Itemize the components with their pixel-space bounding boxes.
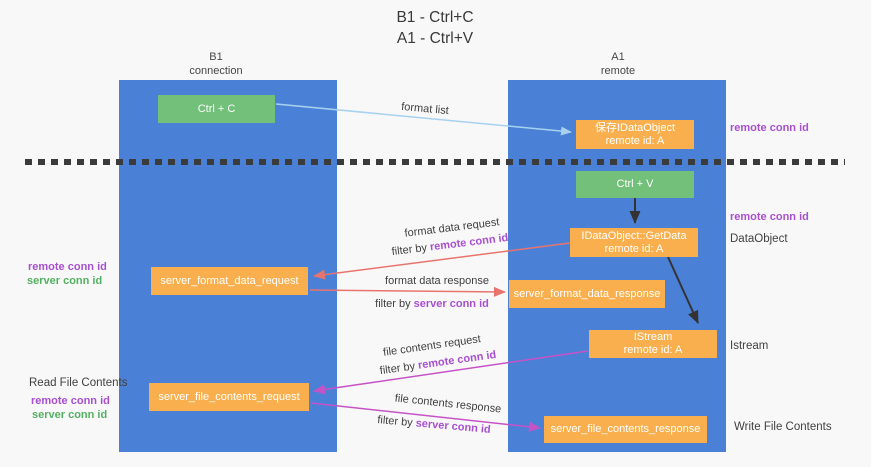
node-server-format-data-response-label: server_format_data_response: [513, 287, 661, 300]
filter-by-prefix: filter by: [376, 414, 417, 430]
node-save-idataobject-line1: 保存IDataObject: [594, 121, 676, 134]
node-istream: IStream remote id: A: [589, 330, 717, 358]
node-server-format-data-request-label: server_format_data_request: [160, 274, 299, 287]
lane-b1-role: connection: [189, 64, 243, 77]
node-server-format-data-request: server_format_data_request: [151, 267, 308, 295]
node-server-file-contents-request-label: server_file_contents_request: [158, 390, 300, 403]
left-file-remote-conn-id: remote conn id: [31, 395, 110, 407]
node-ctrl-c-label: Ctrl + C: [197, 102, 236, 115]
node-istream-line2: remote id: A: [623, 344, 683, 356]
node-ctrl-v: Ctrl + V: [576, 171, 694, 198]
right-write-file-contents: Write File Contents: [734, 421, 832, 433]
session-divider-dashed-line: [25, 159, 845, 165]
lane-a1-name: A1: [611, 51, 625, 63]
node-save-idataobject-line2: remote id: A: [605, 134, 665, 147]
title-line-1: B1 - Ctrl+C: [396, 9, 474, 26]
label-format-list: format list: [400, 100, 450, 118]
filter-by-prefix: filter by: [375, 298, 414, 310]
node-server-file-contents-response-label: server_file_contents_response: [550, 423, 701, 435]
lane-a1-role: remote: [600, 64, 636, 77]
label-format-data-response-filter: filter by server conn id: [375, 298, 489, 310]
arrow-format-data-response: [309, 286, 506, 297]
right-mid-remote-conn-id: remote conn id: [730, 211, 809, 223]
node-save-idataobject: 保存IDataObject remote id: A: [576, 120, 694, 149]
label-format-data-response: format data response: [385, 275, 489, 287]
node-istream-line1: IStream: [633, 331, 673, 343]
left-format-server-conn-id: server conn id: [27, 275, 103, 287]
right-dataobject-label: DataObject: [730, 233, 788, 245]
label-file-contents-response: file contents response: [394, 392, 502, 416]
lane-b1-name: B1: [209, 51, 223, 63]
title-line-2: A1 - Ctrl+V: [396, 30, 474, 47]
node-ctrl-c: Ctrl + C: [158, 95, 275, 123]
filter-by-prefix: filter by: [391, 241, 431, 259]
filter-by-prefix: filter by: [379, 359, 419, 378]
left-format-remote-conn-id: remote conn id: [28, 261, 107, 273]
node-idataobject-getdata-line2: remote id: A: [604, 242, 664, 255]
right-top-remote-conn-id: remote conn id: [730, 122, 809, 134]
node-idataobject-getdata: IDataObject::GetData remote id: A: [570, 228, 698, 257]
node-server-format-data-response: server_format_data_response: [509, 280, 665, 308]
node-server-file-contents-request: server_file_contents_request: [149, 383, 309, 411]
right-istream-label: Istream: [730, 340, 769, 352]
node-ctrl-v-label: Ctrl + V: [616, 178, 654, 190]
server-conn-id-key: server conn id: [415, 417, 492, 436]
node-idataobject-getdata-line1: IDataObject::GetData: [581, 229, 687, 242]
lane-header-a1: A1 remote: [553, 51, 683, 78]
diagram-title: B1 - Ctrl+C A1 - Ctrl+V: [300, 7, 570, 49]
label-file-contents-response-filter: filter by server conn id: [377, 414, 491, 436]
node-server-file-contents-response: server_file_contents_response: [544, 416, 707, 443]
lane-header-b1: B1 connection: [151, 51, 281, 78]
left-file-server-conn-id: server conn id: [32, 409, 108, 421]
left-read-file-contents: Read File Contents: [29, 377, 128, 389]
server-conn-id-key: server conn id: [413, 298, 489, 310]
